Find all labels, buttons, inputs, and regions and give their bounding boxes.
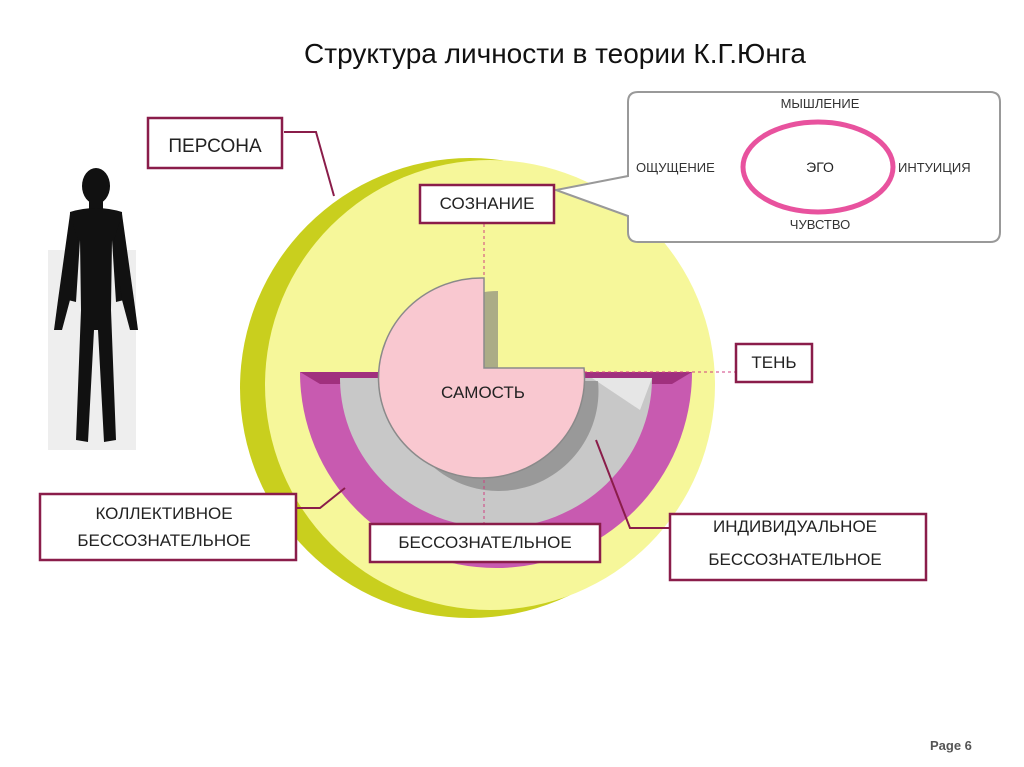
individual-unconscious-label-box: ИНДИВИДУАЛЬНОЕ БЕССОЗНАТЕЛЬНОЕ: [668, 512, 928, 582]
consciousness-label-box: СОЗНАНИЕ: [418, 183, 556, 225]
ego-callout: МЫШЛЕНИЕ ЭГО ОЩУЩЕНИЕ ИНТУИЦИЯ ЧУВСТВО: [552, 91, 1001, 243]
ego-label: ЭГО: [806, 159, 834, 175]
human-silhouette-icon: [48, 168, 138, 450]
individual-label-line2: БЕССОЗНАТЕЛЬНОЕ: [708, 550, 881, 569]
self-label: САМОСТЬ: [441, 383, 525, 402]
self-core: [377, 277, 586, 479]
shadow-label-box: ТЕНЬ: [734, 342, 814, 384]
persona-label: ПЕРСОНА: [168, 136, 262, 157]
thinking-label: МЫШЛЕНИЕ: [781, 96, 860, 111]
collective-unconscious-label-box: КОЛЛЕКТИВНОЕ БЕССОЗНАТЕЛЬНОЕ: [38, 492, 298, 562]
feeling-label: ЧУВСТВО: [790, 217, 850, 232]
collective-label-line1: КОЛЛЕКТИВНОЕ: [95, 504, 232, 523]
collective-label-line2: БЕССОЗНАТЕЛЬНОЕ: [77, 531, 250, 550]
sensation-label: ОЩУЩЕНИЕ: [636, 160, 715, 175]
shadow-label: ТЕНЬ: [751, 353, 796, 372]
page-title: Структура личности в теории К.Г.Юнга: [304, 38, 806, 69]
persona-label-box: ПЕРСОНА: [146, 116, 284, 170]
unconscious-label-box: БЕССОЗНАТЕЛЬНОЕ: [368, 522, 602, 564]
page-number: Page 6: [930, 738, 972, 753]
unconscious-label: БЕССОЗНАТЕЛЬНОЕ: [398, 533, 571, 552]
individual-label-line1: ИНДИВИДУАЛЬНОЕ: [713, 517, 877, 536]
consciousness-label: СОЗНАНИЕ: [440, 194, 535, 213]
ego-ring: [740, 119, 896, 215]
intuition-label: ИНТУИЦИЯ: [898, 160, 971, 175]
